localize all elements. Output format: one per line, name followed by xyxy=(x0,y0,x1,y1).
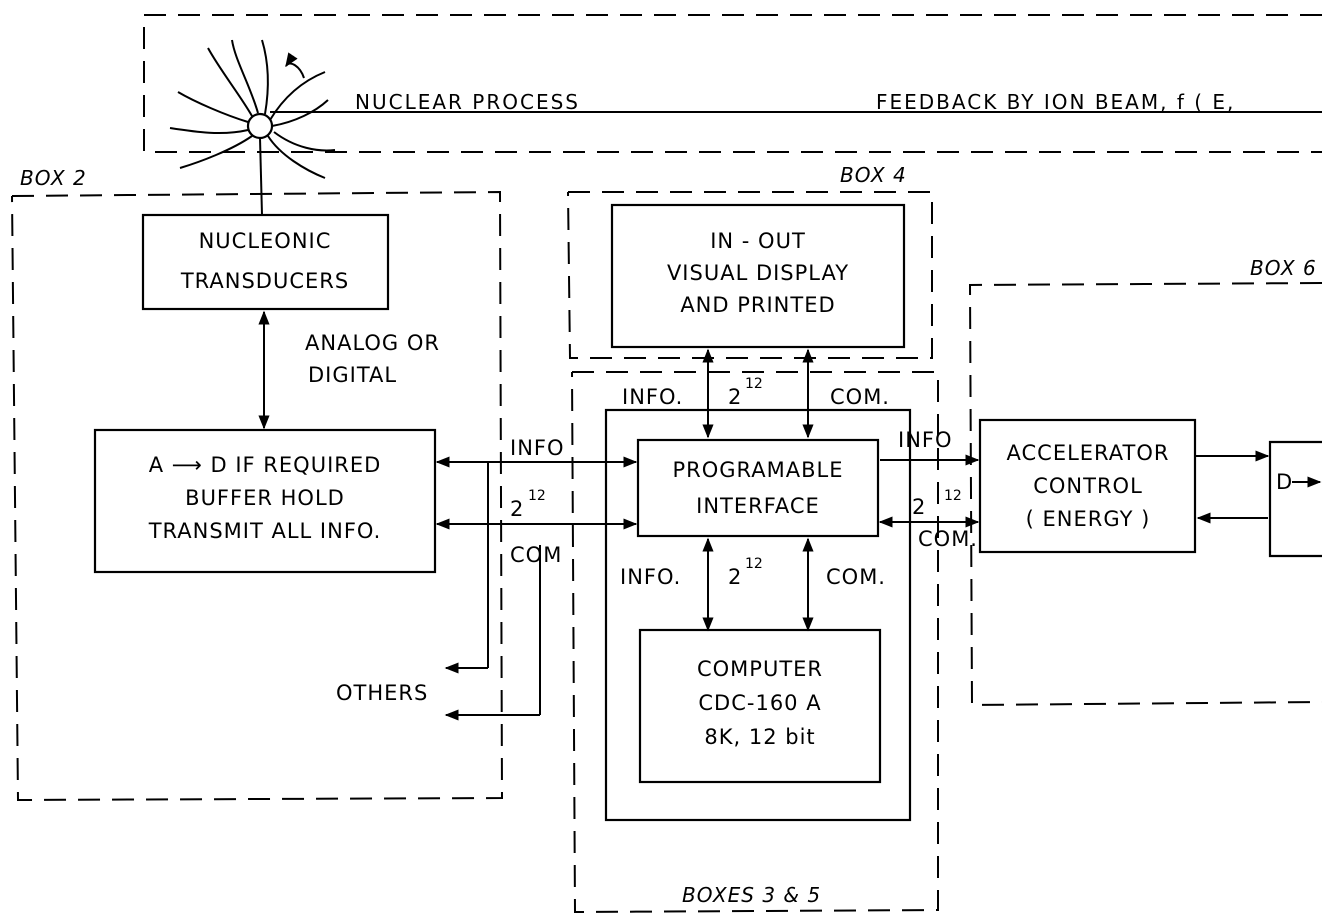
bus-12-label-right: 12 xyxy=(944,488,962,504)
nucleonic-label-line2: TRANSDUCERS xyxy=(180,269,349,293)
box6-label: BOX 6 xyxy=(1250,256,1317,280)
ad-buffer-box xyxy=(93,428,437,574)
com-label-left: COM xyxy=(510,543,562,567)
com-label-top: COM. xyxy=(830,385,890,409)
nucleonic-label-line1: NUCLEONIC xyxy=(199,229,332,253)
analog-label-line2: DIGITAL xyxy=(308,363,397,387)
bus-12-label-mid: 12 xyxy=(745,556,763,572)
boxes35-region xyxy=(571,371,939,914)
nucleonic-transducers-box xyxy=(141,213,390,311)
interface-label-line1: PROGRAMABLE xyxy=(672,458,843,482)
nucleus-to-transducer-line xyxy=(259,137,263,216)
computer-label-line1: COMPUTER xyxy=(697,657,823,681)
ad-label-line1: A ⟶ D IF REQUIRED xyxy=(149,453,382,477)
others-label: OTHERS xyxy=(336,681,428,705)
boxes35-label: BOXES 3 & 5 xyxy=(682,883,821,907)
inout-label-line2: VISUAL DISPLAY xyxy=(667,261,849,285)
info-label-right: INFO xyxy=(898,428,953,452)
accelerator-label-line3: ( ENERGY ) xyxy=(1026,507,1151,531)
inout-label-line1: IN - OUT xyxy=(710,229,806,253)
accelerator-label-line1: ACCELERATOR xyxy=(1007,441,1170,465)
box6-region xyxy=(968,282,1322,707)
computer-label-line3: 8K, 12 bit xyxy=(704,725,815,749)
box4-label: BOX 4 xyxy=(840,163,907,187)
inout-display-box xyxy=(610,203,906,349)
d-label: D xyxy=(1276,470,1293,494)
bus-12-label-top: 12 xyxy=(745,376,763,392)
box2-label: BOX 2 xyxy=(20,166,87,190)
computer-box xyxy=(638,628,882,784)
info-label-top: INFO. xyxy=(622,385,683,409)
info-label-left: INFO xyxy=(510,436,565,460)
com-label-mid: COM. xyxy=(826,565,886,589)
interface-label-line2: INTERFACE xyxy=(696,494,820,518)
info-label-mid: INFO. xyxy=(620,565,681,589)
accelerator-label-line2: CONTROL xyxy=(1033,474,1143,498)
nucleus-icon xyxy=(169,39,336,179)
bus-2-label-left: 2 xyxy=(510,497,524,521)
ad-label-line3: TRANSMIT ALL INFO. xyxy=(148,519,382,543)
nuclear-process-region xyxy=(143,14,1322,153)
box2-region xyxy=(11,190,504,802)
com-label-right: COM. xyxy=(918,527,978,551)
bus-12-label-left: 12 xyxy=(528,488,546,504)
d-box-partial xyxy=(1268,440,1322,558)
ad-label-line2: BUFFER HOLD xyxy=(185,486,345,510)
nuclear-process-label: NUCLEAR PROCESS xyxy=(355,90,580,114)
accelerator-control-box xyxy=(978,418,1197,554)
bus-2-label-top: 2 xyxy=(728,385,742,409)
bus-2-label-mid: 2 xyxy=(728,565,742,589)
bus-2-label-right: 2 xyxy=(912,495,926,519)
programable-interface-box xyxy=(636,438,880,538)
computer-system-frame xyxy=(604,408,912,822)
computer-label-line2: CDC-160 A xyxy=(698,691,821,715)
analog-label-line1: ANALOG OR xyxy=(305,331,440,355)
box4-region xyxy=(567,191,933,359)
inout-label-line3: AND PRINTED xyxy=(680,293,835,317)
feedback-label: FEEDBACK BY ION BEAM, f ( E, xyxy=(876,90,1235,114)
